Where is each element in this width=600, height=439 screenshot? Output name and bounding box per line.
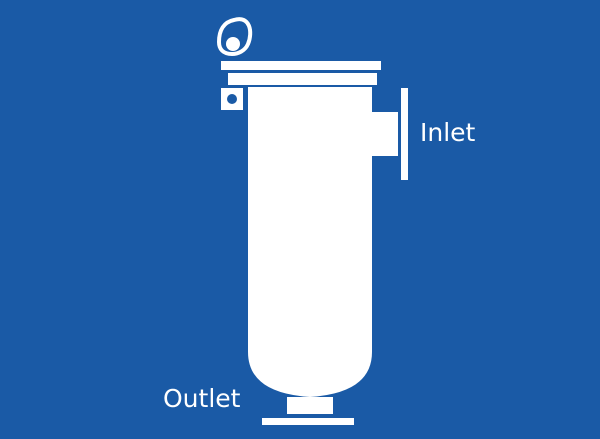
outlet-label: Outlet [163,384,241,413]
top-cover-plate [221,61,381,70]
outlet-nozzle [287,397,333,414]
lifting-eye-icon [216,17,253,57]
filter-body [248,87,372,397]
inlet-label: Inlet [420,118,476,147]
outlet-flange [262,418,354,425]
top-flange [228,73,377,85]
inlet-nozzle [372,112,398,156]
vent-port-icon [221,88,243,110]
inlet-flange [401,88,408,180]
